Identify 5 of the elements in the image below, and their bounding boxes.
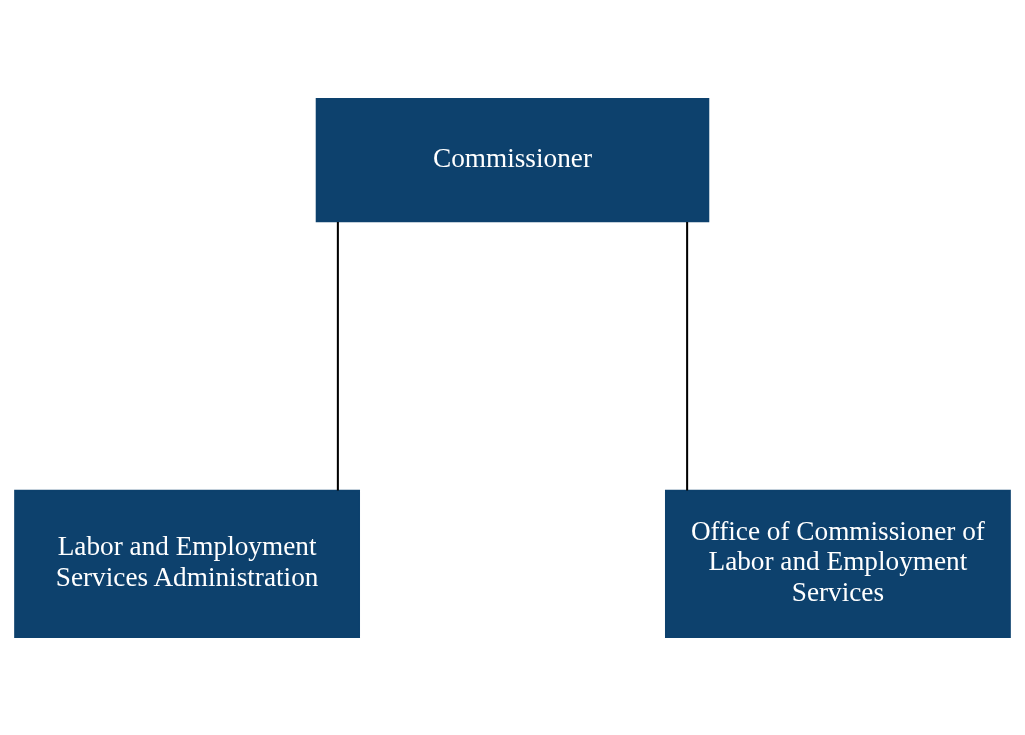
connector <box>336 221 339 491</box>
node-box: Commissioner <box>315 97 710 222</box>
connector <box>686 221 689 491</box>
node-box: Labor and Employment Services Administration <box>14 489 361 638</box>
node-box: Office of Commissioner of Labor and Employment Services <box>665 489 1011 638</box>
